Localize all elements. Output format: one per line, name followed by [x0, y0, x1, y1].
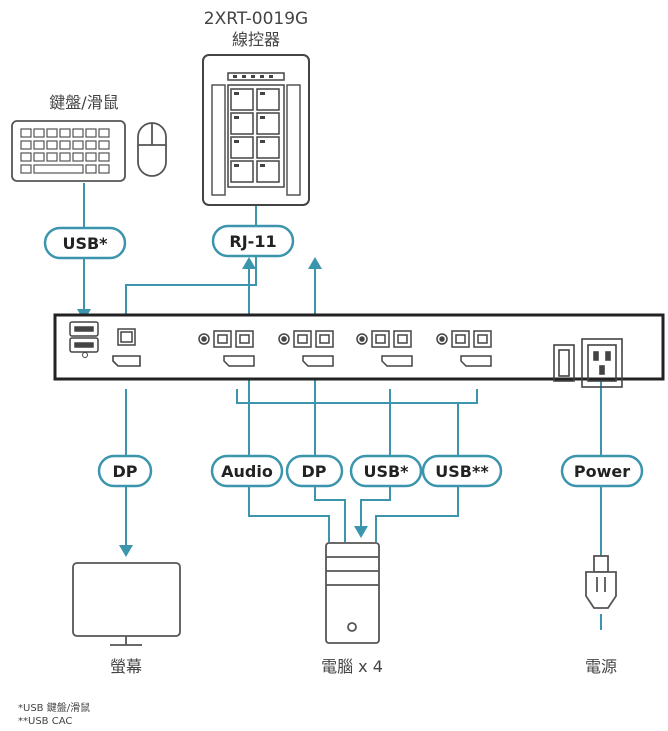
remote-name-label: 線控器 [232, 30, 280, 49]
usb-console-ports [69, 321, 99, 353]
remote-model-label: 2XRT-0019G [204, 9, 308, 29]
computer-label: 電腦 x 4 [321, 657, 383, 676]
usb-cac-label: USB** [435, 462, 489, 481]
power-inlet-icon [581, 338, 623, 388]
arrowheads [77, 257, 368, 557]
pill-audio: Audio [210, 454, 284, 488]
usb-in-label: USB* [363, 462, 409, 481]
led-indicator [82, 352, 88, 358]
pill-dp-in: DP [285, 454, 344, 488]
computer-tower-icon [325, 542, 380, 644]
arrow-up-dp-icon [308, 257, 322, 269]
dp-out-port [112, 355, 141, 367]
remote-controller: 2XRT-0019G 線控器 [202, 9, 310, 206]
dp-out-label: DP [112, 462, 137, 481]
arrow-down-monitor-icon [119, 545, 133, 557]
usb-console-label: USB* [62, 234, 108, 253]
kvm-switch [53, 313, 665, 388]
footnote-usb: *USB 鍵盤/滑鼠 [18, 701, 90, 714]
pill-usb-console: USB* [43, 226, 127, 260]
pill-power: Power [560, 454, 644, 488]
arrow-down-usb-computer-icon [354, 526, 368, 538]
power-plug-icon [585, 555, 617, 609]
power-label: Power [574, 462, 630, 481]
pill-usb-cac: USB** [421, 454, 503, 488]
dp-in-label: DP [301, 462, 326, 481]
keyboard-mouse-label: 鍵盤/滑鼠 [49, 93, 118, 112]
power-source-label: 電源 [585, 657, 617, 676]
monitor-label: 螢幕 [110, 657, 142, 676]
keyboard-keys [20, 128, 110, 174]
pill-rj11: RJ-11 [211, 224, 295, 258]
remote-keys [230, 88, 280, 183]
keyboard-icon [11, 120, 126, 182]
rj11-label: RJ-11 [229, 232, 276, 251]
monitor-icon [72, 562, 181, 646]
audio-label: Audio [221, 462, 273, 481]
mouse-icon [137, 122, 167, 177]
pill-usb-in: USB* [349, 454, 423, 488]
keyboard-mouse: 鍵盤/滑鼠 [11, 93, 167, 182]
power-switch-icon [553, 344, 575, 382]
arrow-up-audio-icon [242, 257, 256, 269]
rj11-port [117, 328, 136, 346]
footnote-usb-cac: **USB CAC [18, 716, 72, 727]
pill-dp-out: DP [97, 454, 153, 488]
computer-port-groups [198, 330, 492, 367]
